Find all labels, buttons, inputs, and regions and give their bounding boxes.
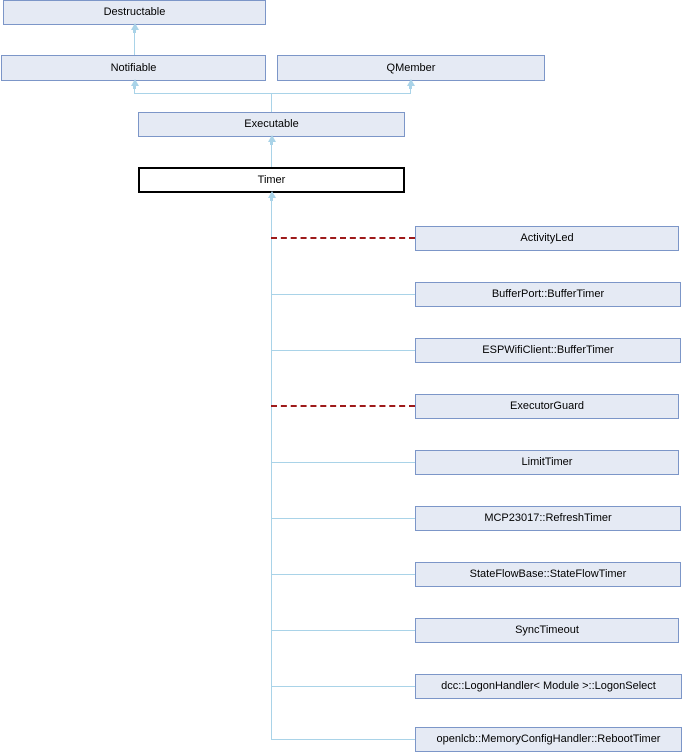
class-node-dcc-logonhandler-logonselect[interactable]: dcc::LogonHandler< Module >::LogonSelect bbox=[415, 674, 682, 699]
class-node-executorguard[interactable]: ExecutorGuard bbox=[415, 394, 679, 419]
class-node-executable[interactable]: Executable bbox=[138, 112, 405, 137]
edge-branch-bufferport-buffertimer bbox=[271, 294, 415, 295]
edge-bus-horizontal-executable bbox=[134, 93, 411, 94]
class-node-mcp23017-refreshtimer[interactable]: MCP23017::RefreshTimer bbox=[415, 506, 681, 531]
class-node-label: Timer bbox=[257, 173, 286, 186]
edge-branch-espwificlient-buffertimer bbox=[271, 350, 415, 351]
class-node-label: Destructable bbox=[103, 6, 166, 18]
class-node-synctimeout[interactable]: SyncTimeout bbox=[415, 618, 679, 643]
class-node-bufferport-buffertimer[interactable]: BufferPort::BufferTimer bbox=[415, 282, 681, 307]
class-node-label: ESPWifiClient::BufferTimer bbox=[482, 344, 614, 356]
class-node-label: Executable bbox=[244, 118, 299, 130]
class-node-label: ActivityLed bbox=[520, 232, 574, 244]
edge-bus-left-notifiable bbox=[134, 88, 135, 94]
class-node-stateflowbase-stateflowtimer[interactable]: StateFlowBase::StateFlowTimer bbox=[415, 562, 681, 587]
edge-branch-activityled bbox=[271, 237, 415, 239]
edge-branch-dcc-logonhandler-logonselect bbox=[271, 686, 415, 687]
edge-arrowhead-notifiable bbox=[131, 79, 139, 86]
edge-branch-limittimer bbox=[271, 462, 415, 463]
class-node-label: StateFlowBase::StateFlowTimer bbox=[469, 568, 627, 580]
edge-arrowhead-timer bbox=[268, 191, 276, 198]
class-node-timer-current[interactable]: Timer bbox=[138, 167, 405, 193]
edge-branch-synctimeout bbox=[271, 630, 415, 631]
edge-arrowhead-qmember bbox=[407, 79, 415, 86]
edge-arrow-stem bbox=[409, 85, 412, 89]
edge-branch-executorguard bbox=[271, 405, 415, 407]
class-node-label: LimitTimer bbox=[521, 456, 573, 468]
class-node-destructable[interactable]: Destructable bbox=[3, 0, 266, 25]
edge-bus-drop-executable bbox=[271, 93, 272, 112]
edge-branch-mcp23017-refreshtimer bbox=[271, 518, 415, 519]
class-node-label: dcc::LogonHandler< Module >::LogonSelect bbox=[441, 680, 656, 692]
class-node-label: MCP23017::RefreshTimer bbox=[484, 512, 612, 524]
edge-timer-to-executable bbox=[271, 144, 272, 167]
edge-arrow-stem bbox=[133, 29, 136, 33]
class-node-label: openlcb::MemoryConfigHandler::RebootTime… bbox=[436, 733, 661, 745]
edge-arrow-stem bbox=[270, 197, 273, 201]
edge-arrowhead-executable bbox=[268, 135, 276, 142]
class-node-notifiable[interactable]: Notifiable bbox=[1, 55, 266, 81]
edge-arrowhead-destructable bbox=[131, 23, 139, 30]
class-node-limittimer[interactable]: LimitTimer bbox=[415, 450, 679, 475]
class-node-qmember[interactable]: QMember bbox=[277, 55, 545, 81]
class-node-label: BufferPort::BufferTimer bbox=[491, 288, 605, 300]
class-node-openlcb-memoryconfighandler-reboottimer[interactable]: openlcb::MemoryConfigHandler::RebootTime… bbox=[415, 727, 682, 752]
edge-arrow-stem bbox=[133, 85, 136, 89]
class-node-espwificlient-buffertimer[interactable]: ESPWifiClient::BufferTimer bbox=[415, 338, 681, 363]
class-node-label: SyncTimeout bbox=[515, 624, 579, 636]
edge-arrow-stem bbox=[270, 141, 273, 145]
class-node-activityled[interactable]: ActivityLed bbox=[415, 226, 679, 251]
class-node-label: Notifiable bbox=[110, 61, 157, 74]
edge-branch-stateflowbase-stateflowtimer bbox=[271, 574, 415, 575]
edge-bus-right-qmember bbox=[410, 88, 411, 94]
edge-branch-openlcb-memoryconfighandler-reboottimer bbox=[271, 739, 415, 740]
class-node-label: QMember bbox=[386, 61, 436, 74]
edge-descendants-trunk bbox=[271, 200, 272, 739]
class-node-label: ExecutorGuard bbox=[510, 400, 584, 412]
edge-notifiable-to-destructable bbox=[134, 32, 135, 55]
